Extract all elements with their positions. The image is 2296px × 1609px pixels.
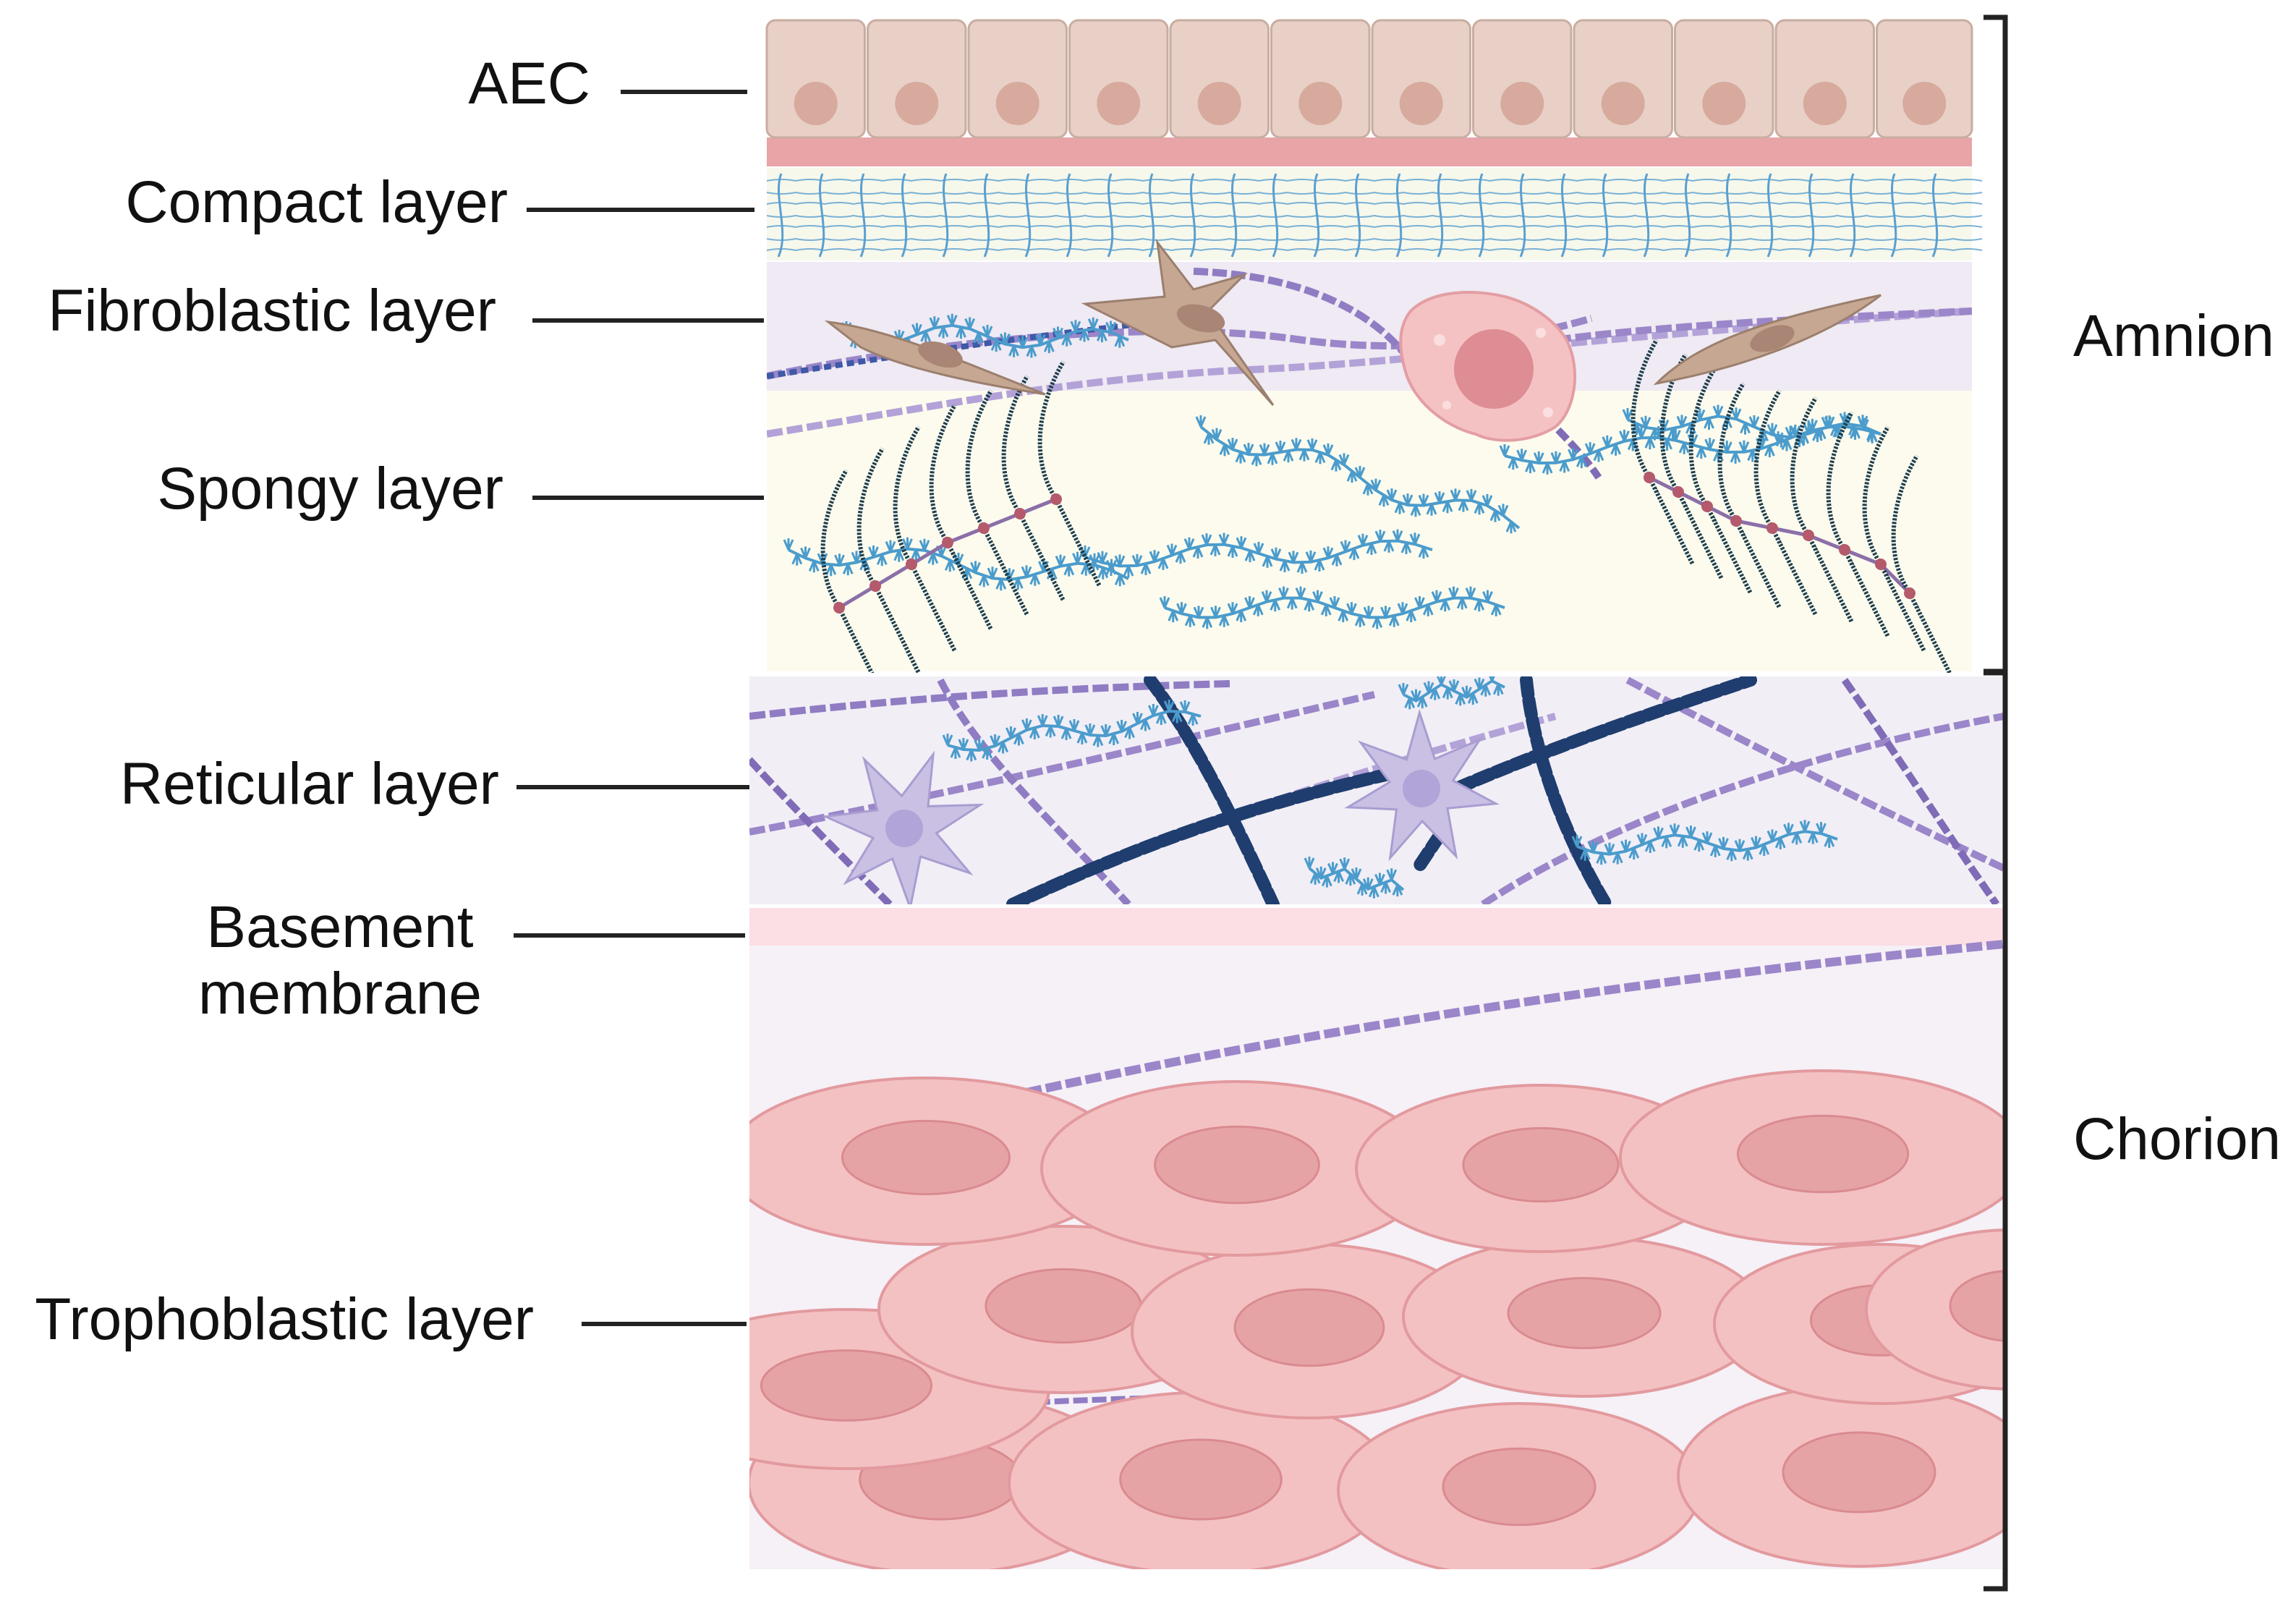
trophoblast-nucleus <box>1507 1277 1662 1349</box>
aec-cell <box>1876 19 1973 139</box>
trophoblast-nucleus <box>1949 1270 2004 1342</box>
aec-nucleus <box>995 82 1039 125</box>
aec-nucleus <box>1702 82 1746 125</box>
label-spongy-layer: Spongy layer <box>157 456 503 522</box>
trophoblast-nucleus <box>985 1268 1142 1344</box>
aec-cell <box>1371 19 1471 139</box>
compact-layer <box>766 168 1983 260</box>
reticular-star-cells <box>821 708 1500 904</box>
trophoblast-nucleus <box>760 1349 933 1422</box>
aec-cell <box>867 19 967 139</box>
aec-nucleus <box>895 82 939 125</box>
aec-nucleus <box>1399 82 1443 125</box>
macrophage-cell <box>1399 291 1577 442</box>
trophoblast-nucleus <box>841 1119 1011 1196</box>
aec-nucleus <box>794 82 838 125</box>
leader-lines <box>514 90 764 1326</box>
aec-nucleus <box>1197 82 1241 125</box>
label-compact-layer: Compact layer <box>125 169 508 235</box>
label-reticular-layer: Reticular layer <box>119 751 499 817</box>
trophoblast-nucleus <box>1462 1126 1620 1203</box>
label-basement-line2: membrane <box>198 960 482 1027</box>
aec-nucleus <box>1097 82 1141 125</box>
aec-nucleus <box>1298 82 1343 125</box>
label-aec: AEC <box>468 51 590 116</box>
basement-membrane-band <box>749 908 2004 946</box>
trophoblast-nucleus <box>1119 1438 1283 1521</box>
aec-cell <box>765 19 866 139</box>
aec-cell <box>1674 19 1774 139</box>
region-label-amnion: Amnion <box>2073 303 2275 369</box>
fibroblast-cells <box>824 238 1882 406</box>
region-label-chorion: Chorion <box>2073 1106 2282 1172</box>
aec-nucleus <box>1601 82 1645 125</box>
aec-cell <box>1068 19 1169 139</box>
proteoglycans-amnion <box>783 313 1882 629</box>
aec-nucleus <box>1500 82 1544 125</box>
aec-cell <box>1774 19 1875 139</box>
label-fibroblastic-layer: Fibroblastic layer <box>48 278 496 344</box>
aec-cell <box>1270 19 1371 139</box>
aec-nucleus <box>1902 82 1947 125</box>
aec-layer <box>765 19 1973 166</box>
trophoblast-nucleus <box>1782 1431 1936 1514</box>
trophoblast-nucleus <box>1233 1288 1385 1367</box>
trophoblastic-layer <box>749 940 2004 1569</box>
trophoblast-cell <box>1865 1228 2004 1391</box>
reticular-layer <box>749 676 2004 904</box>
aec-cell <box>1169 19 1270 139</box>
trophoblast-nucleus <box>1442 1447 1596 1527</box>
label-basement-membrane: Basement membrane <box>181 894 499 1027</box>
trophoblast-nucleus <box>1736 1114 1910 1194</box>
aec-cell <box>967 19 1068 139</box>
aec-nucleus <box>1803 82 1847 125</box>
aec-cell <box>1472 19 1573 139</box>
aec-cell <box>1573 19 1673 139</box>
region-brackets <box>1984 14 2008 1592</box>
trophoblast-nucleus <box>1154 1125 1320 1205</box>
label-trophoblastic-layer: Trophoblastic layer <box>35 1286 534 1352</box>
label-basement-line1: Basement <box>206 894 474 960</box>
